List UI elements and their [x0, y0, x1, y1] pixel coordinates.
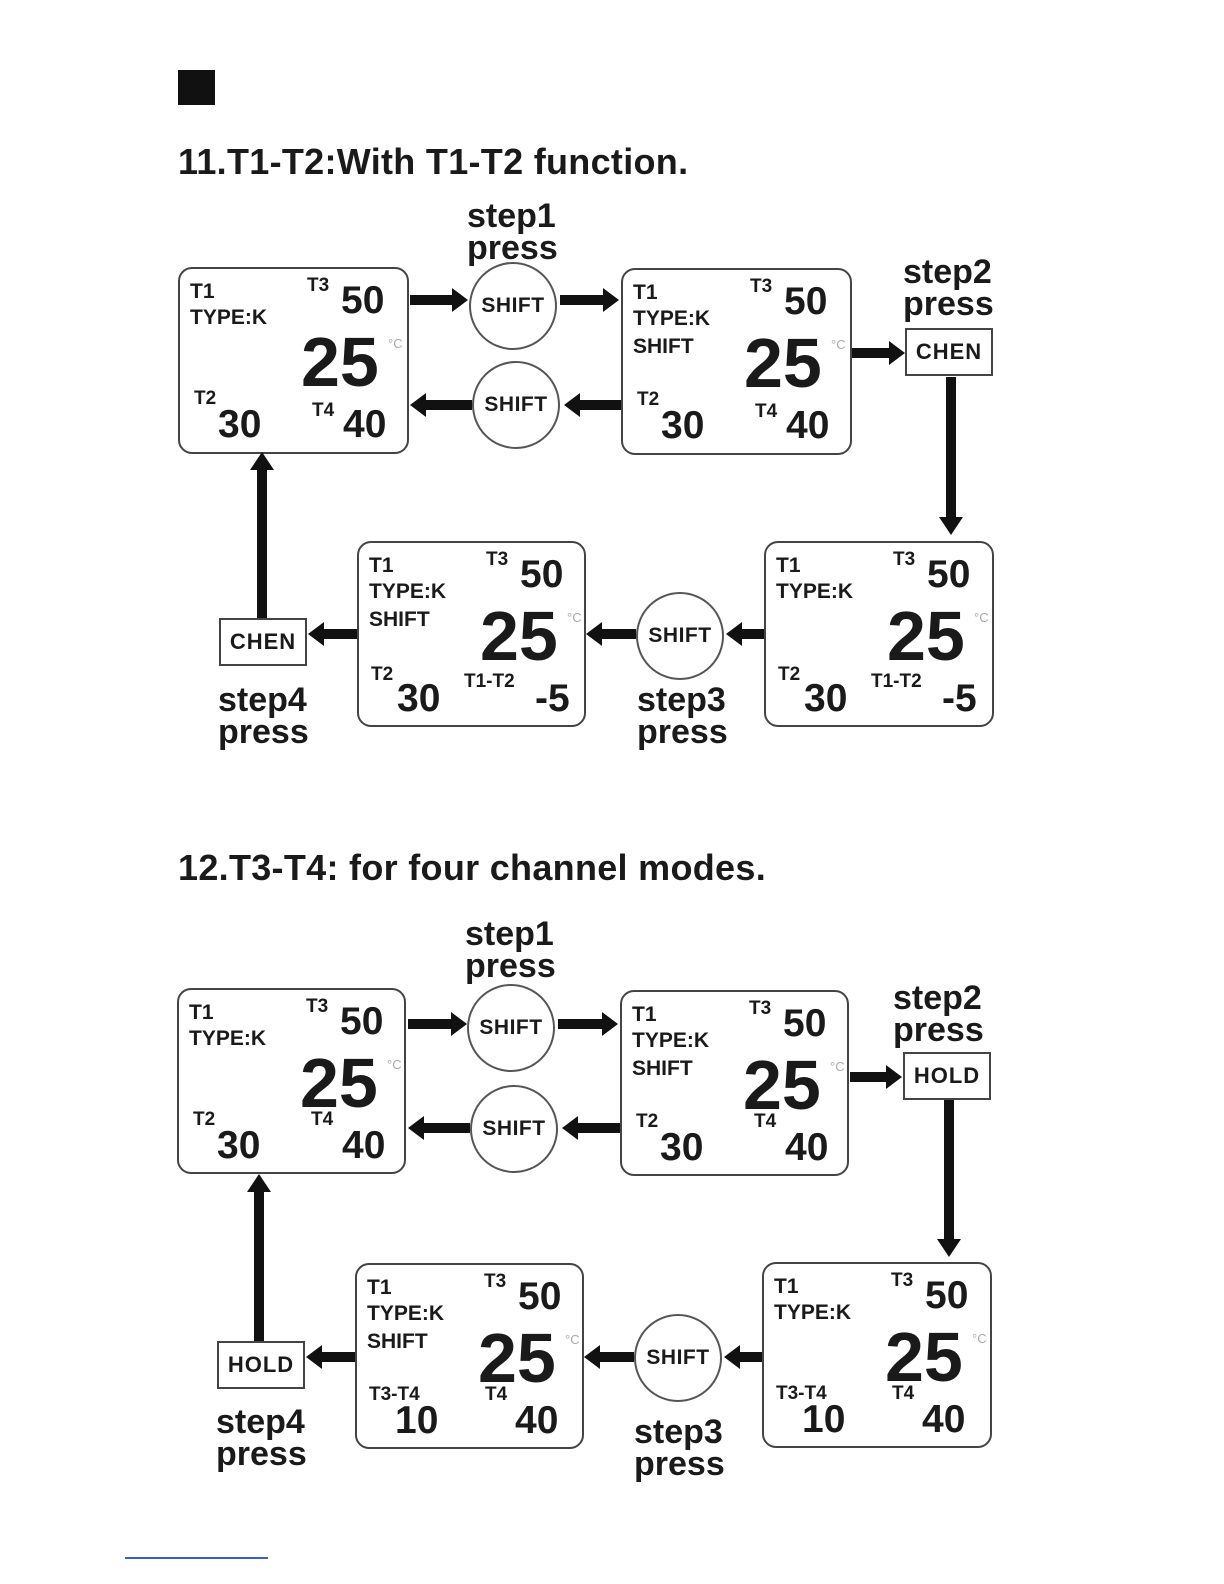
- s11-shift-button-back[interactable]: SHIFT: [472, 361, 560, 449]
- s12-hold-button-step4[interactable]: HOLD: [217, 1341, 305, 1389]
- section-bullet-square: [178, 70, 215, 105]
- s12-hold-button-step2[interactable]: HOLD: [903, 1052, 991, 1100]
- s11-chen-button-step2[interactable]: CHEN: [905, 328, 993, 376]
- s12-shift-button-back[interactable]: SHIFT: [470, 1085, 558, 1173]
- s12-arrow-shift-to-a: [408, 1116, 470, 1140]
- s11-arrow-shift-to-a: [410, 393, 472, 417]
- s12-arrow-d-to-hold: [306, 1345, 355, 1369]
- s11-arrow-chen-to-c: [939, 377, 963, 535]
- s11-arrow-step1-to-b: [560, 288, 619, 312]
- s11-display-shift: T1 TYPE:K SHIFT T3 50 25 °C T2 30 T4 40: [621, 268, 852, 455]
- s12-shift-button-step3[interactable]: SHIFT: [634, 1314, 722, 1402]
- s12-arrow-b-to-shift: [562, 1116, 620, 1140]
- s11-arrow-b-to-shift: [564, 393, 621, 417]
- s12-display-diff-shift: T1 TYPE:K SHIFT T3 50 25 °C T3-T4 10 T4 …: [355, 1263, 584, 1449]
- s12-arrow-b-to-hold: [850, 1065, 902, 1089]
- s12-display-shift: T1 TYPE:K SHIFT T3 50 25 °C T2 30 T4 40: [620, 990, 849, 1176]
- s12-arrow-c-to-shift: [724, 1345, 762, 1369]
- s11-chen-button-step4[interactable]: CHEN: [219, 618, 307, 666]
- s12-arrow-hold-to-a: [247, 1174, 271, 1341]
- s12-display-normal: T1 TYPE:K T3 50 25 °C T2 30 T4 40: [177, 988, 406, 1174]
- s12-arrow-shift-to-d: [584, 1345, 634, 1369]
- s11-display-normal: T1 TYPE:K T3 50 25 °C T2 30 T4 40: [178, 267, 409, 454]
- s11-display-diff: T1 TYPE:K T3 50 25 °C T2 30 T1-T2 -5: [764, 541, 994, 727]
- s11-display-diff-shift: T1 TYPE:K SHIFT T3 50 25 °C T2 30 T1-T2 …: [357, 541, 586, 727]
- s11-arrow-a-to-step1: [410, 288, 468, 312]
- section-11-title: 11.T1-T2:With T1-T2 function.: [178, 141, 689, 182]
- s12-arrow-hold-to-c: [937, 1100, 961, 1257]
- s11-arrow-shift-to-d: [586, 622, 636, 646]
- s12-arrow-step1-to-b: [558, 1012, 618, 1036]
- s11-arrow-chen-to-a: [250, 452, 274, 618]
- s11-shift-button-step3[interactable]: SHIFT: [636, 592, 724, 680]
- s11-arrow-c-to-shift: [726, 622, 764, 646]
- s12-arrow-a-to-step1: [408, 1012, 467, 1036]
- s11-shift-button-step1[interactable]: SHIFT: [469, 262, 557, 350]
- s11-arrow-b-to-chen: [852, 341, 905, 365]
- s12-display-diff: T1 TYPE:K T3 50 25 °C T3-T4 10 T4 40: [762, 1262, 992, 1448]
- footer-link-underline[interactable]: [125, 1557, 268, 1559]
- section-12-title: 12.T3-T4: for four channel modes.: [178, 847, 766, 888]
- s12-shift-button-step1[interactable]: SHIFT: [467, 984, 555, 1072]
- s11-arrow-d-to-chen: [308, 622, 357, 646]
